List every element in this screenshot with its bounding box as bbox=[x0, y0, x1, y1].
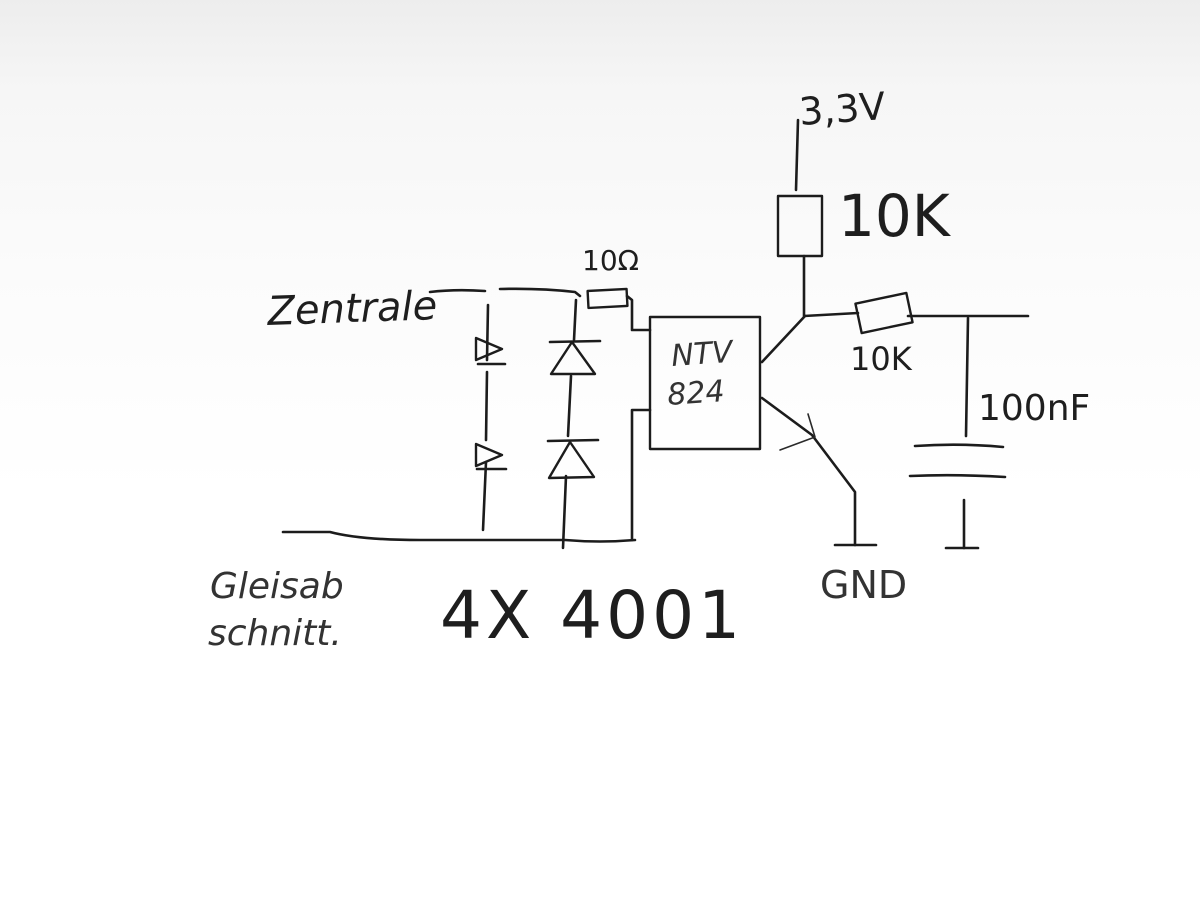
capacitor-plate-bottom bbox=[908, 473, 1007, 479]
label-output-resistor: 10K bbox=[850, 340, 913, 378]
resistor-10-ohm bbox=[586, 287, 629, 310]
optocoupler-box bbox=[648, 315, 762, 451]
transistor-emitter bbox=[760, 396, 857, 547]
bridge-left-wire bbox=[481, 303, 490, 532]
wire-cap-top bbox=[964, 316, 970, 438]
label-optocoupler-2: 824 bbox=[666, 374, 726, 413]
label-diodes: 4X 4001 bbox=[440, 577, 744, 654]
capacitor-plate-top bbox=[913, 443, 1005, 449]
label-gleisabschnitt-2: schnitt. bbox=[208, 613, 342, 654]
transistor-collector bbox=[760, 314, 807, 364]
wire-zentrale-input bbox=[428, 287, 582, 298]
label-optocoupler-1: NTV bbox=[670, 335, 736, 374]
emitter-arrow bbox=[779, 413, 816, 451]
wire-pullup-to-node bbox=[802, 254, 860, 318]
bridge-right-wire bbox=[561, 298, 578, 550]
diode-d2 bbox=[474, 442, 508, 471]
diode-d1 bbox=[474, 336, 507, 366]
label-zentrale: Zentrale bbox=[266, 283, 438, 335]
label-pullup-resistor: 10K bbox=[838, 182, 952, 250]
wire-opto-return bbox=[630, 408, 652, 542]
label-resistor-10-ohm: 10Ω bbox=[582, 244, 639, 277]
resistor-10k-pullup bbox=[776, 194, 824, 258]
wire-resistor-to-opto bbox=[625, 294, 652, 332]
diode-d3 bbox=[548, 339, 602, 376]
resistor-10k-output bbox=[854, 291, 914, 335]
label-gleisabschnitt-1: Gleisab bbox=[210, 566, 344, 607]
wire-supply bbox=[794, 118, 800, 192]
label-supply: 3,3V bbox=[798, 84, 887, 134]
diode-d4 bbox=[546, 438, 600, 480]
wire-gleisabschnitt-input bbox=[281, 530, 637, 543]
label-ground: GND bbox=[820, 563, 907, 607]
label-capacitor: 100nF bbox=[978, 388, 1090, 429]
